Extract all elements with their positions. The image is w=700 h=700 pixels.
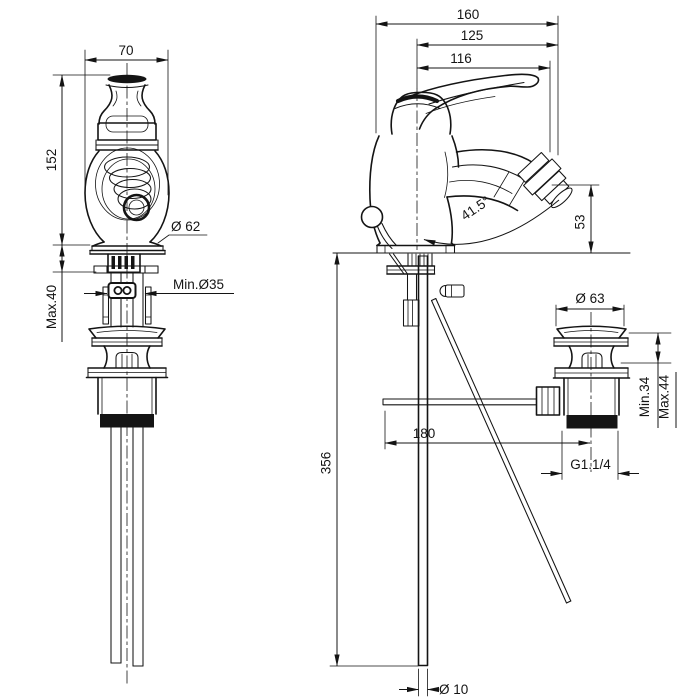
front-faucet-body [84, 74, 170, 255]
dim-handle-depth: 125 [416, 28, 559, 89]
side-popup-rod [417, 255, 429, 667]
dim-base-diameter: Ø 62 [157, 219, 208, 244]
dim-handle-width-label: 70 [118, 43, 133, 58]
dim-waste-min-clamp-label: Min.34 [637, 376, 652, 417]
dim-spout-height: 53 [551, 184, 600, 254]
dim-min-hole-diameter-label: Min.Ø35 [173, 277, 224, 292]
dim-spout-angle: 41.5° [423, 193, 560, 246]
dim-spout-depth-label: 116 [450, 51, 472, 66]
dimensions-side-view: 160 125 116 41.5° 53 Ø 63 [319, 7, 677, 697]
dim-base-diameter-label: Ø 62 [171, 219, 200, 234]
dim-spout-depth: 116 [416, 51, 551, 153]
dim-spout-height-label: 53 [573, 214, 588, 229]
dim-body-height: 152 [44, 74, 111, 246]
dim-rod-horizontal-reach-label: 180 [413, 426, 436, 441]
front-supply-tubes [110, 272, 144, 667]
dim-min-hole-diameter: Min.Ø35 [84, 277, 234, 297]
dim-rod-length-label: 356 [319, 452, 334, 475]
dimensions-front-view: 70 152 Ø 62 Min.Ø35 Max.40 [44, 43, 234, 342]
dim-rod-diameter-label: Ø 10 [439, 682, 468, 697]
dim-waste-clamp-range: Min.34 Max.44 [620, 332, 677, 428]
side-mounting-hardware [386, 253, 436, 327]
side-rod-coupling [439, 284, 465, 298]
front-mounting-hardware [93, 253, 159, 325]
side-faucet-body [360, 73, 573, 254]
side-popup-waste [535, 312, 631, 472]
side-horizontal-rod [382, 398, 546, 406]
dim-rod-diameter: Ø 10 [399, 668, 468, 697]
dim-max-counter-thickness-label: Max.40 [44, 285, 59, 329]
front-view [84, 63, 170, 686]
dim-waste-thread-size: G1.1/4 [541, 430, 639, 480]
dim-waste-max-clamp-label: Max.44 [657, 374, 672, 419]
dim-waste-thread-size-label: G1.1/4 [570, 457, 611, 472]
dim-body-height-label: 152 [44, 149, 59, 172]
side-lever-linkage-rod [430, 297, 572, 604]
side-view [332, 73, 631, 667]
dim-handle-depth-label: 125 [461, 28, 484, 43]
dim-max-counter-thickness: Max.40 [44, 244, 97, 342]
dim-rod-length: 356 [319, 252, 419, 667]
front-popup-waste [85, 325, 169, 428]
dim-waste-flange-diameter-label: Ø 63 [575, 291, 604, 306]
dim-total-depth-label: 160 [457, 7, 480, 22]
dim-total-depth: 160 [375, 7, 559, 156]
dim-handle-width: 70 [84, 43, 169, 196]
dim-waste-flange-diameter: Ø 63 [555, 291, 625, 327]
dim-rod-horizontal-reach: 180 [384, 410, 591, 450]
